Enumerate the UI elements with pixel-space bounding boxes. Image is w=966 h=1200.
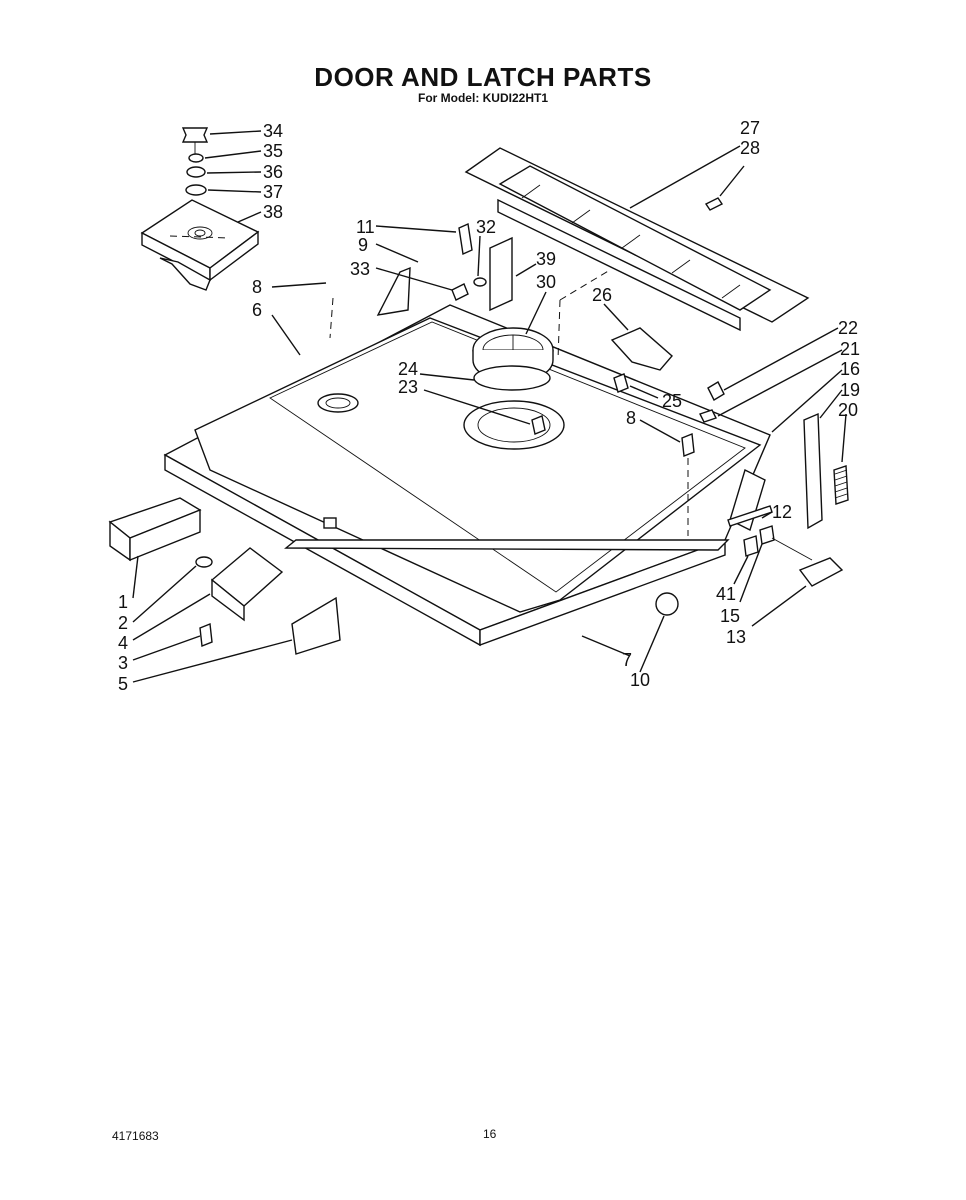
callout-25: 25 [662, 391, 682, 411]
callout-8-right: 8 [626, 408, 636, 428]
callout-9: 9 [358, 235, 368, 255]
callout-34: 34 [263, 121, 283, 141]
callout-22: 22 [838, 318, 858, 338]
callout-5: 5 [118, 674, 128, 694]
latch-parts [451, 222, 513, 312]
screw-33 [451, 283, 469, 301]
document-number: 4171683 [112, 1129, 159, 1143]
callout-10: 10 [630, 670, 650, 690]
door-panel-27 [464, 147, 810, 332]
callout-3: 3 [118, 653, 128, 673]
right-side-parts [699, 381, 849, 587]
callout-6: 6 [252, 300, 262, 320]
callout-19: 19 [840, 380, 860, 400]
vent-opening [317, 393, 359, 413]
callout-41: 41 [716, 584, 736, 604]
knob-10 [655, 592, 679, 616]
callout-39: 39 [536, 249, 556, 269]
screw-25 [613, 373, 629, 393]
screw-8-right [681, 433, 695, 457]
knob-34 [181, 127, 209, 143]
callout-11: 11 [356, 217, 375, 237]
callout-20: 20 [838, 400, 858, 420]
callout-8-left: 8 [252, 277, 262, 297]
callout-2: 2 [118, 613, 128, 633]
trim-7 [284, 539, 730, 551]
bracket-39 [489, 236, 513, 312]
callout-36: 36 [263, 162, 283, 182]
callout-4: 4 [118, 633, 128, 653]
screw-28 [704, 197, 724, 211]
callout-1: 1 [118, 592, 128, 612]
callout-16: 16 [840, 359, 860, 379]
cover-5 [291, 596, 341, 655]
callout-7: 7 [622, 650, 632, 670]
dispenser-assembly [140, 127, 260, 291]
callout-24: 24 [398, 359, 418, 379]
callout-35: 35 [263, 141, 283, 161]
page-title: DOOR AND LATCH PARTS [314, 62, 652, 92]
clip-22 [707, 381, 725, 401]
callout-23: 23 [398, 377, 418, 397]
callout-21: 21 [840, 339, 860, 359]
callout-13: 13 [726, 627, 746, 647]
callout-38: 38 [263, 202, 283, 222]
vent-assembly [472, 327, 554, 435]
washer-32 [473, 277, 487, 287]
cap-35 [188, 153, 204, 163]
callout-37: 37 [263, 182, 283, 202]
washer-37 [185, 184, 207, 196]
callout-15: 15 [720, 606, 740, 626]
hinge-26 [610, 327, 695, 457]
left-parts [108, 497, 730, 655]
nut-36 [186, 166, 206, 178]
arm-19 [803, 412, 823, 530]
screw-21 [699, 409, 717, 423]
callout-26: 26 [592, 285, 612, 305]
bracket-13 [798, 557, 844, 587]
callout-12: 12 [772, 502, 792, 522]
screw-4 [199, 623, 213, 647]
gasket-24 [473, 365, 551, 391]
bushing-41 [743, 535, 759, 557]
screw-23 [531, 415, 546, 435]
page-number: 16 [483, 1127, 497, 1141]
model-subtitle: For Model: KUDI22HT1 [417, 91, 548, 105]
callout-30: 30 [536, 272, 556, 292]
screw-15 [759, 525, 775, 545]
handle-11 [458, 222, 473, 256]
callout-labels: 34 35 36 37 38 27 28 11 9 32 39 33 30 8 … [118, 118, 860, 694]
callout-33: 33 [350, 259, 370, 279]
callout-27: 27 [740, 118, 760, 138]
callout-28: 28 [740, 138, 760, 158]
leader-lines [132, 130, 847, 683]
washer-1 [195, 556, 213, 568]
callout-32: 32 [476, 217, 496, 237]
